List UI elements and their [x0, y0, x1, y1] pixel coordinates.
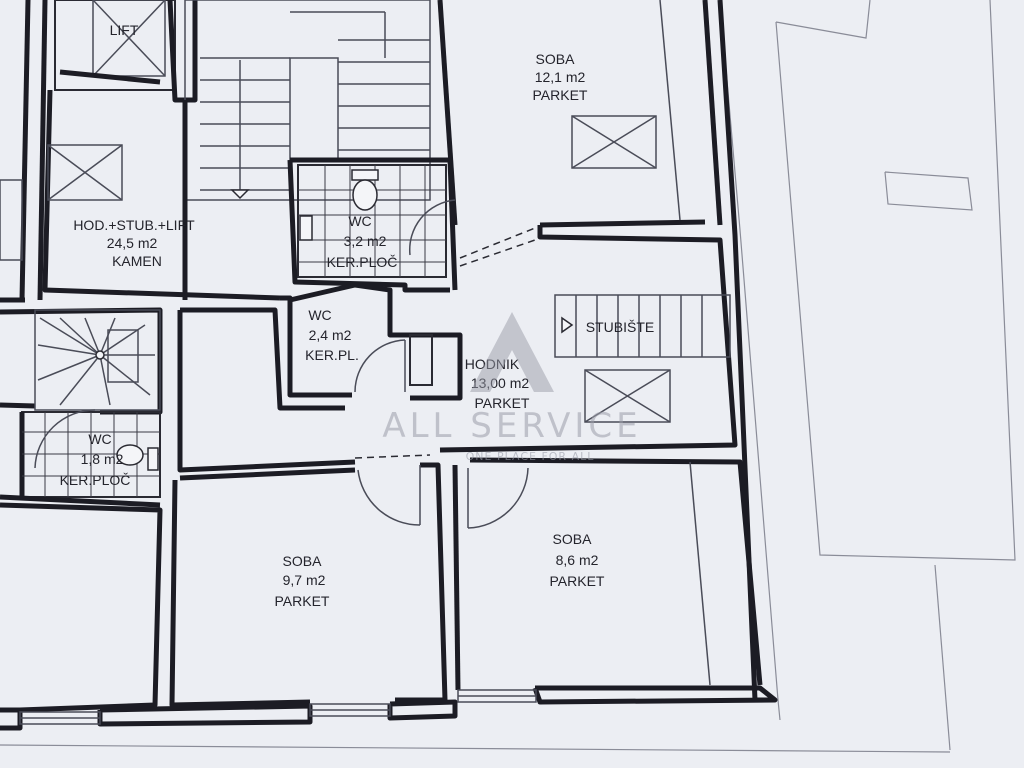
watermark-brand: ALL SERVICE [382, 406, 641, 446]
room-wc-small-area: 2,4 m2 [309, 327, 352, 343]
left-room [0, 502, 163, 713]
room-soba-left-area: 9,7 m2 [283, 572, 326, 588]
exterior-outline [0, 0, 1016, 753]
watermark-tagline: ONE PLACE FOR ALL [466, 450, 595, 463]
room-soba-top-floor: PARKET [533, 87, 588, 103]
room-wc-small-name: WC [308, 307, 331, 323]
wc-left: WC 1,8 m2 KER.PLOČ [0, 409, 161, 508]
outer-walls [0, 0, 778, 731]
room-soba-right-name: SOBA [553, 531, 593, 547]
stubiste-label: STUBIŠTE [586, 319, 654, 335]
room-soba-left-name: SOBA [283, 553, 323, 569]
lift-label: LIFT [110, 22, 139, 38]
room-soba-right-floor: PARKET [550, 573, 605, 589]
room-soba-top-area: 12,1 m2 [535, 69, 586, 85]
room-soba-left-floor: PARKET [275, 593, 330, 609]
wc-small: WC 2,4 m2 KER.PL. [287, 282, 463, 401]
room-soba-right-area: 8,6 m2 [556, 552, 599, 568]
soba-right: SOBA 8,6 m2 PARKET [452, 457, 763, 691]
room-hod-floor: KAMEN [112, 253, 162, 269]
windows [0, 179, 537, 725]
soba-top: SOBA 12,1 m2 PARKET [533, 0, 681, 221]
room-wc-main-area: 3,2 m2 [344, 233, 387, 249]
room-wc-left-floor: KER.PLOČ [60, 472, 131, 488]
soba-left: SOBA 9,7 m2 PARKET [169, 462, 448, 708]
room-wc-left-name: WC [88, 431, 111, 447]
room-wc-main-name: WC [348, 213, 371, 229]
room-hod-area: 24,5 m2 [107, 235, 158, 251]
room-soba-top-name: SOBA [536, 51, 576, 67]
room-wc-small-floor: KER.PL. [305, 347, 359, 363]
room-hodnik-floor: PARKET [475, 395, 530, 411]
wc-main: WC 3,2 m2 KER.PLOČ [287, 157, 458, 293]
hallway-walls: HOD.+STUB.+LIFT 24,5 m2 KAMEN [42, 0, 458, 301]
watermark-logo-icon [470, 312, 554, 392]
watermark: ALL SERVICE ONE PLACE FOR ALL [382, 312, 641, 463]
room-hod-name: HOD.+STUB.+LIFT [73, 217, 195, 233]
room-wc-main-floor: KER.PLOČ [327, 254, 398, 270]
room-wc-left-area: 1,8 m2 [81, 451, 124, 467]
main-staircase [184, 0, 431, 201]
